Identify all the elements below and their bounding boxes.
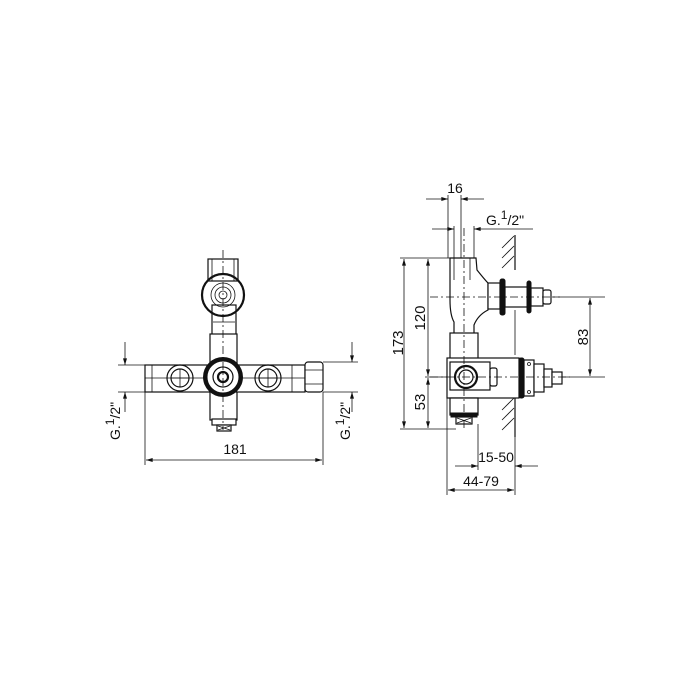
dim-depths: 15-50 44-79 xyxy=(446,398,538,495)
dim-left-thread: G.1/2" xyxy=(103,342,145,440)
spacing-83-label: 83 xyxy=(575,329,592,346)
dim-overall-width: 181 xyxy=(144,392,324,465)
width-181-label: 181 xyxy=(223,441,247,457)
right-thread-label: G.1/2" xyxy=(333,402,353,440)
dim-top-16: 16 xyxy=(426,180,484,258)
left-port-icon xyxy=(166,364,194,392)
wall-lower xyxy=(501,397,516,437)
right-port-icon xyxy=(254,364,282,392)
side-view: 16 G.1/2" 173 120 53 83 xyxy=(390,180,605,495)
top-16-label: 16 xyxy=(447,180,463,196)
dim-top-thread: G.1/2" xyxy=(432,208,533,258)
height-173-label: 173 xyxy=(390,330,407,355)
wall-upper xyxy=(501,235,516,270)
dim-spindle-spacing: 83 xyxy=(552,296,605,378)
top-thread-label: G.1/2" xyxy=(486,208,524,228)
dim-heights: 173 120 53 xyxy=(390,257,456,430)
front-view: G.1/2" G.1/2" 181 xyxy=(103,250,358,465)
range-15-50-label: 15-50 xyxy=(478,449,514,465)
left-thread-label: G.1/2" xyxy=(103,402,123,440)
center-cartridge-icon xyxy=(203,357,243,397)
dim-right-thread: G.1/2" xyxy=(323,342,358,440)
height-120-label: 120 xyxy=(412,305,429,330)
height-53-label: 53 xyxy=(412,394,429,411)
range-44-79-label: 44-79 xyxy=(463,473,499,489)
